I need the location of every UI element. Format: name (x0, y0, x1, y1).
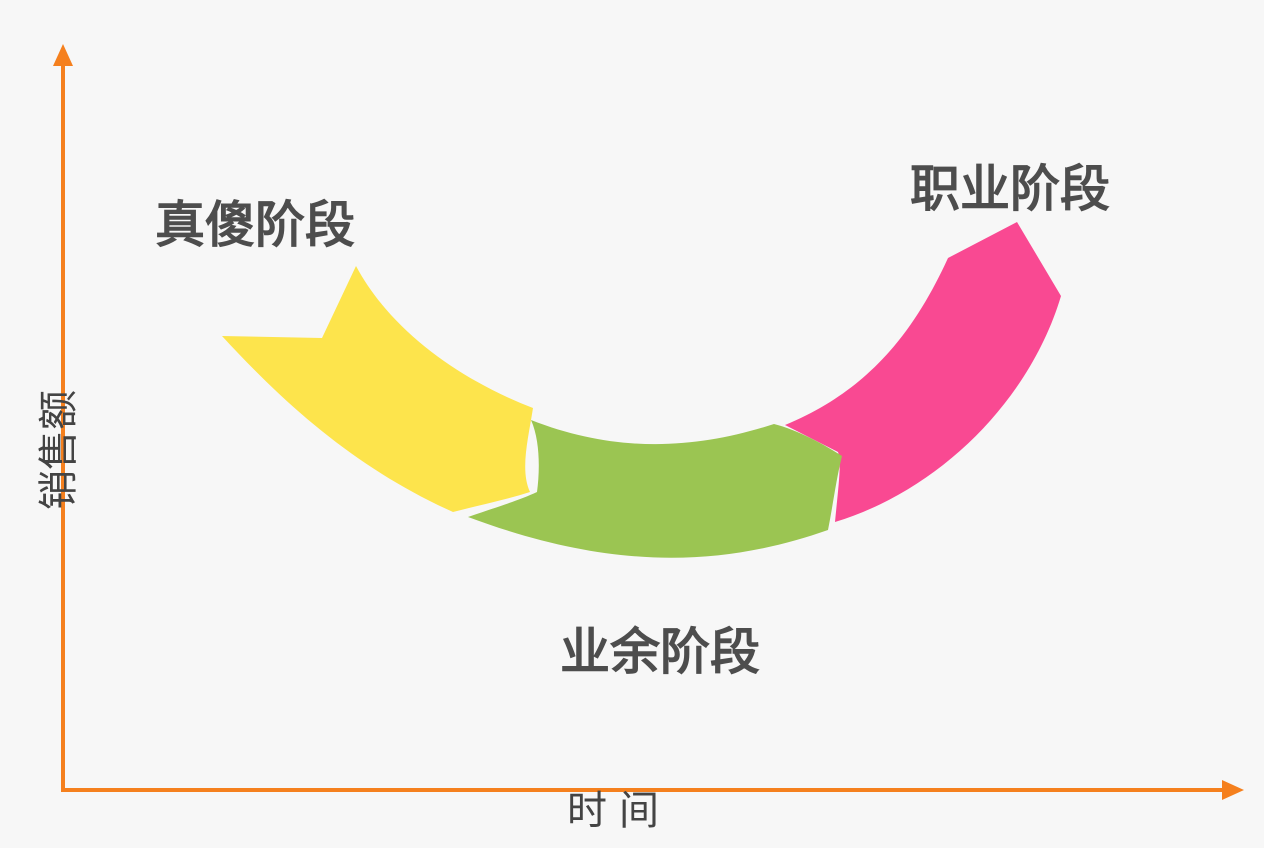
stage-band-amateur (468, 420, 842, 558)
stage-label-naive: 真傻阶段 (155, 196, 355, 254)
stage-label-amateur: 业余阶段 (560, 623, 760, 681)
stage-label-professional: 职业阶段 (910, 160, 1110, 218)
stage-band-professional (785, 222, 1061, 522)
stage-band-naive (222, 266, 533, 512)
x-axis-arrow-icon (1222, 780, 1244, 800)
y-axis-arrow-icon (53, 44, 73, 66)
x-axis-label: 时间 (567, 788, 671, 834)
y-axis-label: 销售额 (36, 390, 82, 510)
